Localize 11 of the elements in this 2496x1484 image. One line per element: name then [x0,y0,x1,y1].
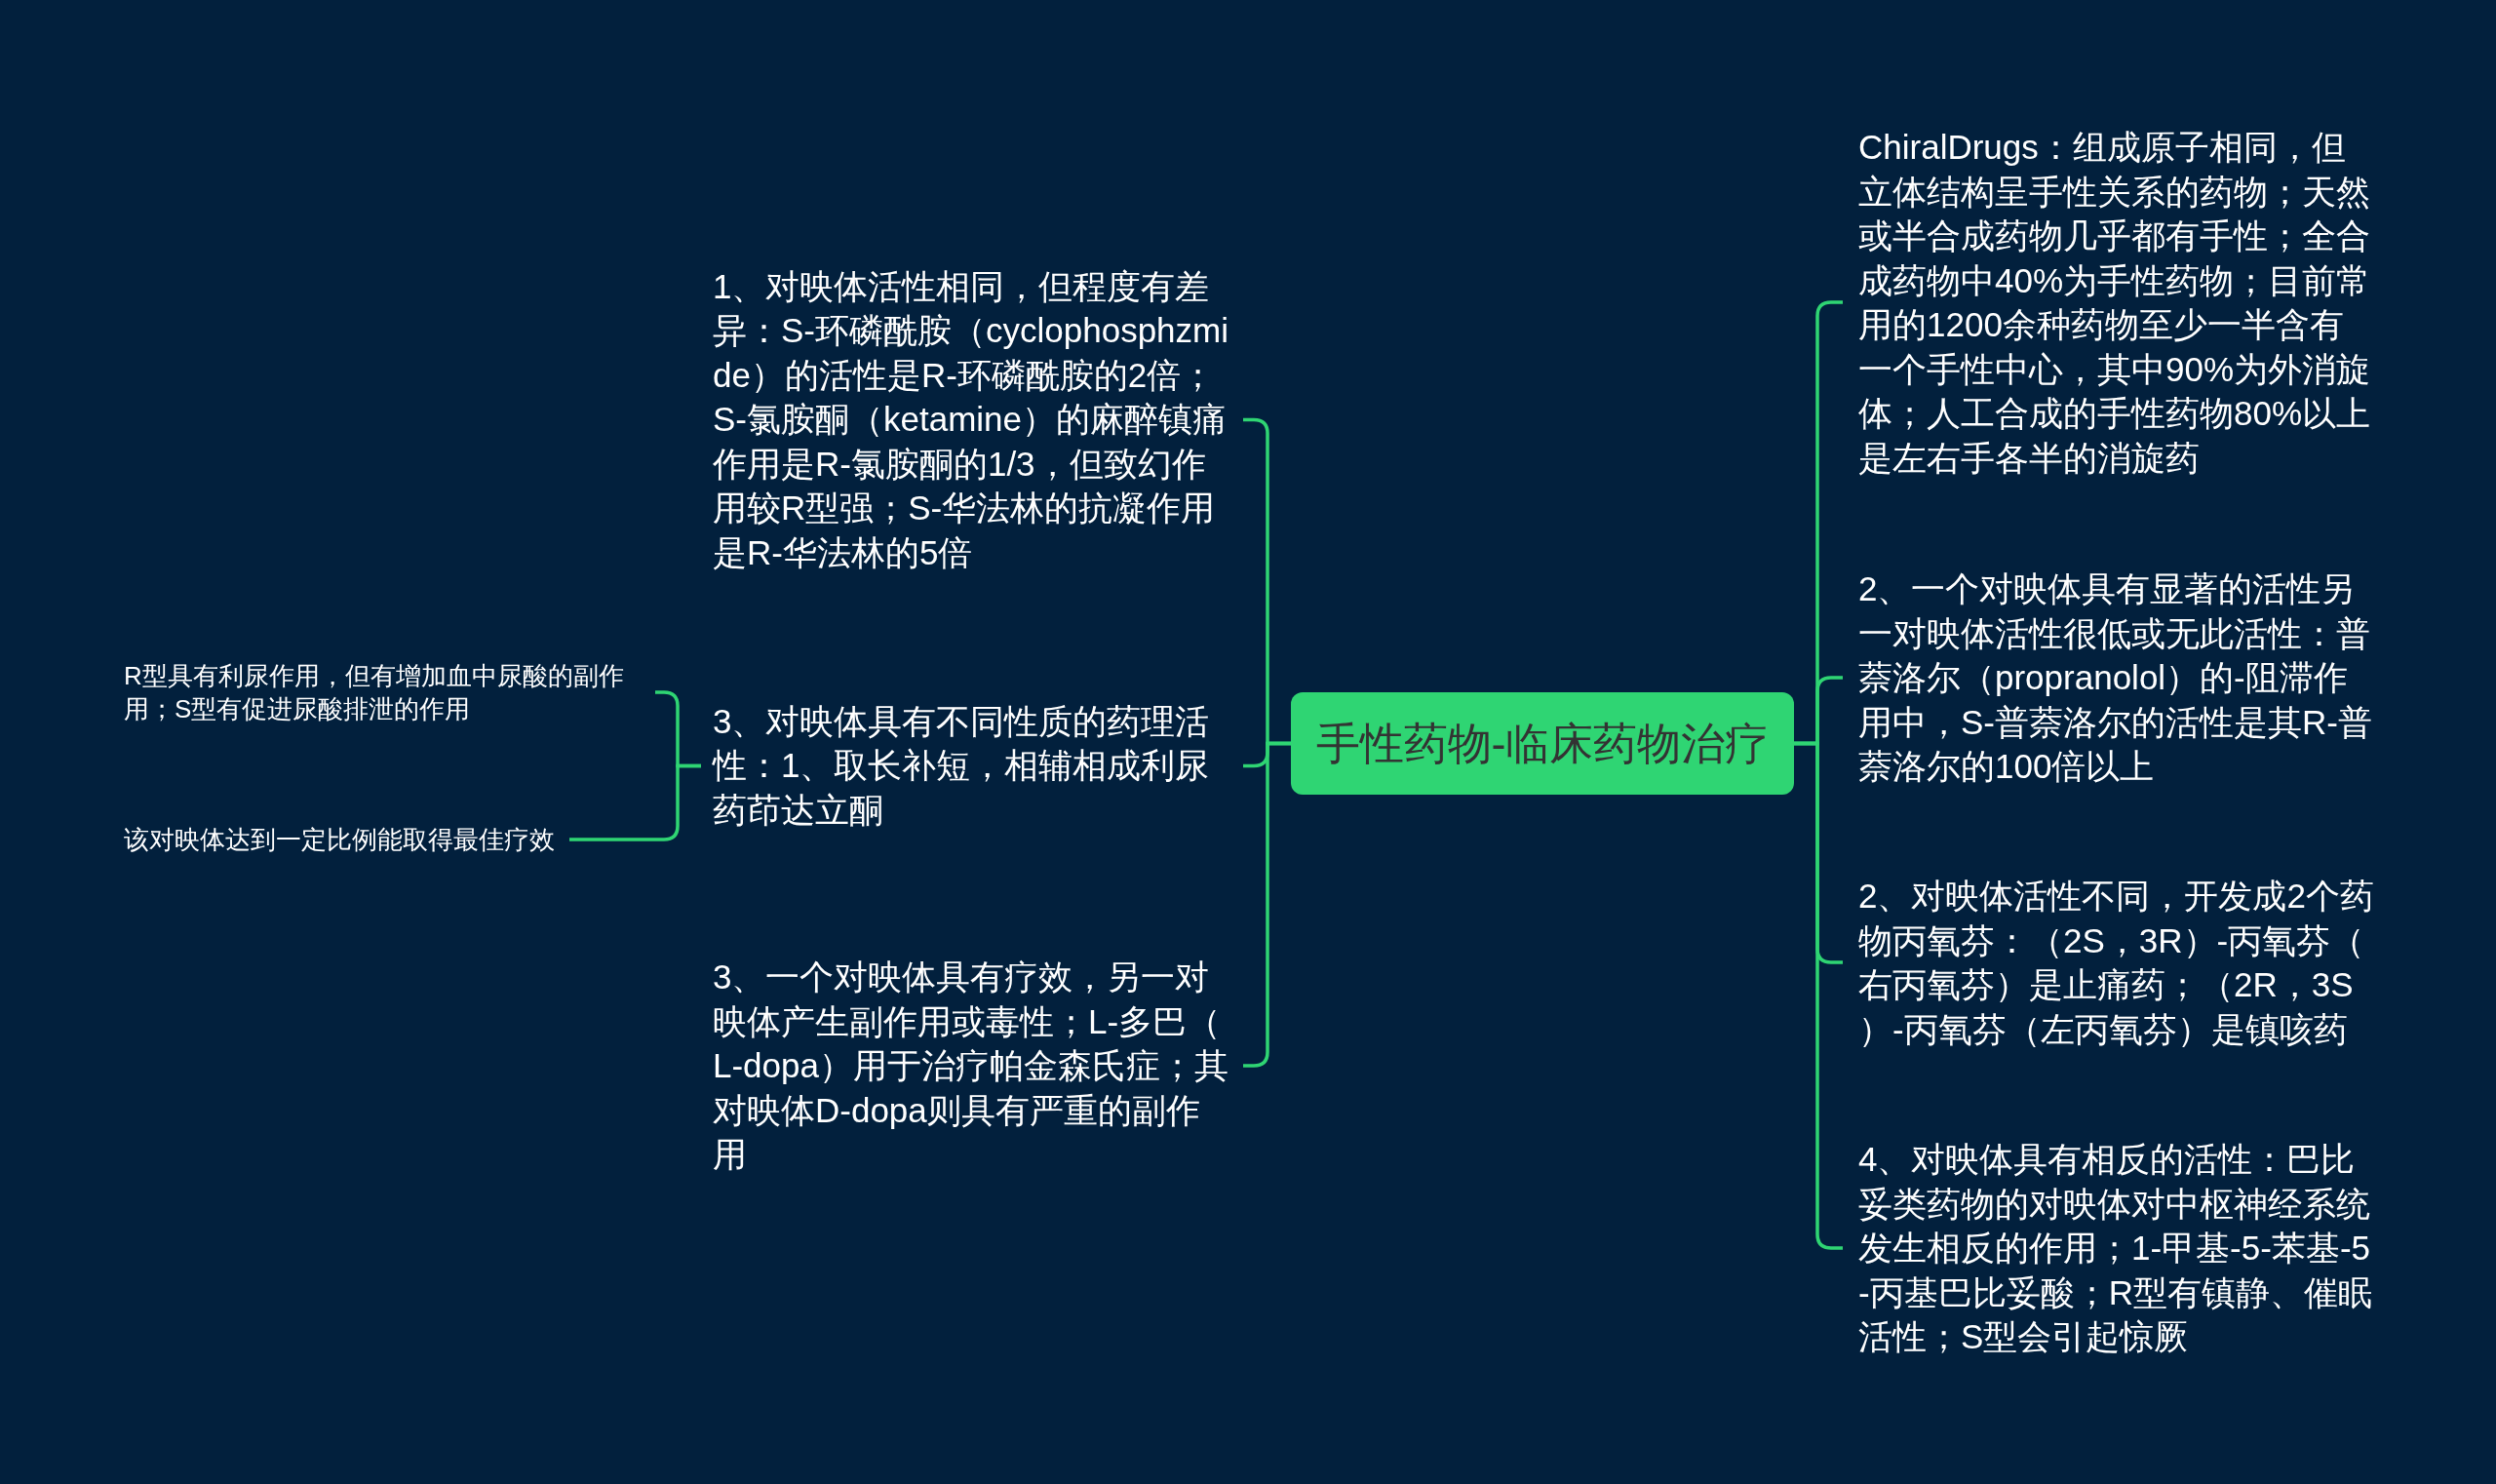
branch-text: R型具有利尿作用，但有增加血中尿酸的副作用；S型有促进尿酸排泄的作用 [112,659,655,725]
branch-text: 3、对映体具有不同性质的药理活性：1、取长补短，相辅相成利尿药茚达立酮 [701,698,1243,832]
branch-text: 4、对映体具有相反的活性：巴比妥类药物的对映体对中枢神经系统发生相反的作用；1-甲基-5-苯基-5-丙基巴比妥酸；R型有镇静、催眠活性；S型会引起惊厥 [1843,1137,2381,1359]
branch-text: 2、对映体活性不同，开发成2个药物丙氧芬：（2S，3R）-丙氧芬（右丙氧芬）是止痛药；（2R，3S）-丙氧芬（左丙氧芬）是镇咳药 [1843,874,2381,1051]
branch-text: 3、一个对映体具有疗效，另一对映体产生副作用或毒性；L-多巴（L-dopa）用于治疗帕金森氏症；其对映体D-dopa则具有严重的副作用 [701,955,1243,1177]
branch-text: 该对映体达到一定比例能取得最佳疗效 [112,823,569,856]
connector-line [569,763,701,841]
topic-box: 手性药物-临床药物治疗 [1291,692,1794,795]
branch-text: 1、对映体活性相同，但程度有差异：S-环磷酰胺（cyclophosphzmide）的活性是R-环磷酰胺的2倍；S-氯胺酮（ketamine）的麻醉镇痛作用是R-氯胺酮的1/3，但致幻作用较R型强；S-华法林的抗凝作用是R-华法林的5倍 [701,263,1243,574]
branch-text: ChiralDrugs：组成原子相同，但立体结构呈手性关系的药物；天然或半合成药物几乎都有手性；全合成药物中40%为手性药物；目前常用的1200余种药物至少一半含有一个手性中心，其中90%为外消旋体；人工合成的手性药物80%以上是左右手各半的消旋药 [1843,125,2381,480]
branch-text: 2、一个对映体具有显著的活性另一对映体活性很低或无此活性：普萘洛尔（propranolol）的-阻滞作用中，S-普萘洛尔的活性是其R-普萘洛尔的100倍以上 [1843,566,2381,789]
